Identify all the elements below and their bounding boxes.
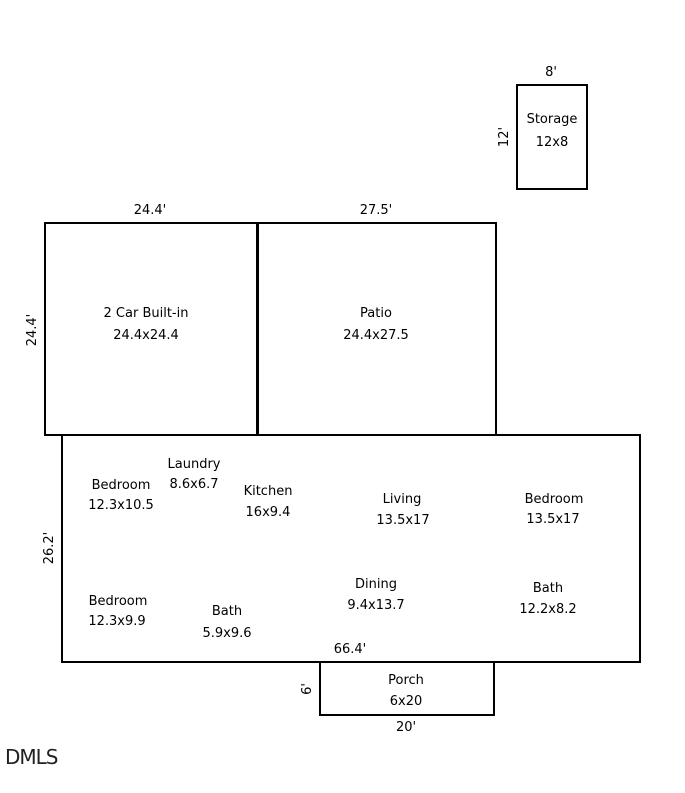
living-name: Living	[382, 492, 422, 507]
bath1-name: Bath	[211, 604, 243, 619]
storage-outline	[516, 84, 588, 190]
bath1-size: 5.9x9.6	[202, 626, 252, 641]
storage-size: 12x8	[535, 135, 569, 150]
dmls-logo: DMLS	[5, 745, 58, 769]
bath2-size: 12.2x8.2	[519, 602, 577, 617]
living-size: 13.5x17	[376, 513, 430, 528]
bedroom2-size: 13.5x17	[526, 512, 580, 527]
porch-name: Porch	[388, 673, 424, 688]
house-width-dim: 66.4'	[333, 642, 367, 657]
house-outline	[61, 434, 641, 663]
patio-width-dim: 27.5'	[359, 203, 393, 218]
patio-size: 24.4x27.5	[343, 328, 409, 343]
kitchen-name: Kitchen	[243, 484, 293, 499]
porch-outline	[319, 661, 495, 716]
patio-name: Patio	[360, 306, 392, 321]
bedroom3-name: Bedroom	[88, 594, 148, 609]
bath2-name: Bath	[532, 581, 564, 596]
dining-size: 9.4x13.7	[347, 598, 405, 613]
bedroom3-size: 12.3x9.9	[88, 614, 146, 629]
laundry-name: Laundry	[167, 457, 221, 472]
bedroom1-size: 12.3x10.5	[88, 498, 154, 513]
porch-size: 6x20	[389, 694, 423, 709]
storage-width-dim: 8'	[545, 65, 557, 80]
kitchen-size: 16x9.4	[245, 505, 291, 520]
porch-height-dim: 6'	[300, 683, 315, 695]
garage-name: 2 Car Built-in	[103, 306, 189, 321]
porch-width-dim: 20'	[395, 720, 417, 735]
storage-height-dim: 12'	[497, 126, 512, 148]
house-height-dim: 26.2'	[42, 531, 57, 565]
storage-name: Storage	[526, 112, 578, 127]
dining-name: Dining	[355, 577, 397, 592]
bedroom1-name: Bedroom	[91, 478, 151, 493]
laundry-size: 8.6x6.7	[169, 477, 219, 492]
garage-height-dim: 24.4'	[25, 313, 40, 347]
bedroom2-name: Bedroom	[524, 492, 584, 507]
garage-size: 24.4x24.4	[113, 328, 179, 343]
garage-width-dim: 24.4'	[133, 203, 167, 218]
